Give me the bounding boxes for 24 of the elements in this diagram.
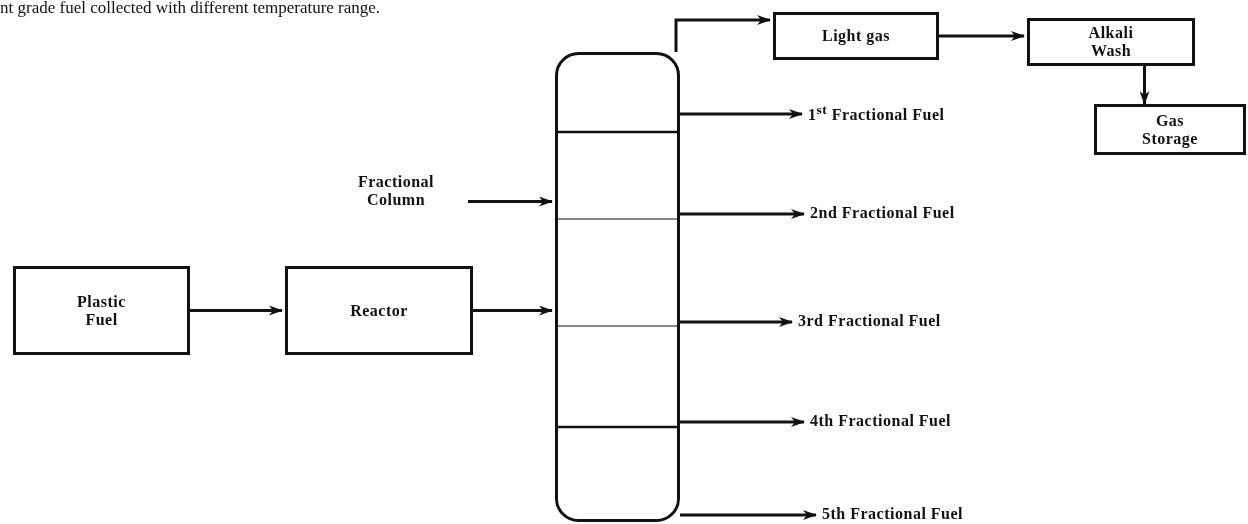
arrow <box>680 417 805 427</box>
arrow <box>680 109 803 119</box>
arrow <box>1139 66 1150 105</box>
arrow <box>473 305 553 316</box>
process-box: Light gas <box>773 12 939 60</box>
column-label: Fractional Column <box>336 170 456 212</box>
process-box: Alkali Wash <box>1027 18 1195 66</box>
arrow <box>680 209 805 219</box>
output-label: 3rd Fractional Fuel <box>798 310 1038 332</box>
caption-text: nt grade fuel collected with different temperature range. <box>0 0 381 18</box>
arrow <box>939 31 1025 41</box>
output-label: 2nd Fractional Fuel <box>810 202 1050 224</box>
process-box: Reactor <box>285 266 473 355</box>
output-label: 5th Fractional Fuel <box>822 504 1062 524</box>
arrow <box>468 196 553 207</box>
arrow <box>680 510 817 520</box>
output-label: 1$^{st}$ Fractional Fuel <box>808 102 1008 124</box>
process-box: Plastic Fuel <box>13 266 190 355</box>
output-label: 4th Fractional Fuel <box>810 410 1050 432</box>
arrow <box>680 317 793 327</box>
fractional-column-vessel <box>555 52 680 522</box>
arrow <box>674 15 771 52</box>
process-box: Gas Storage <box>1094 104 1246 155</box>
arrow <box>190 305 283 316</box>
